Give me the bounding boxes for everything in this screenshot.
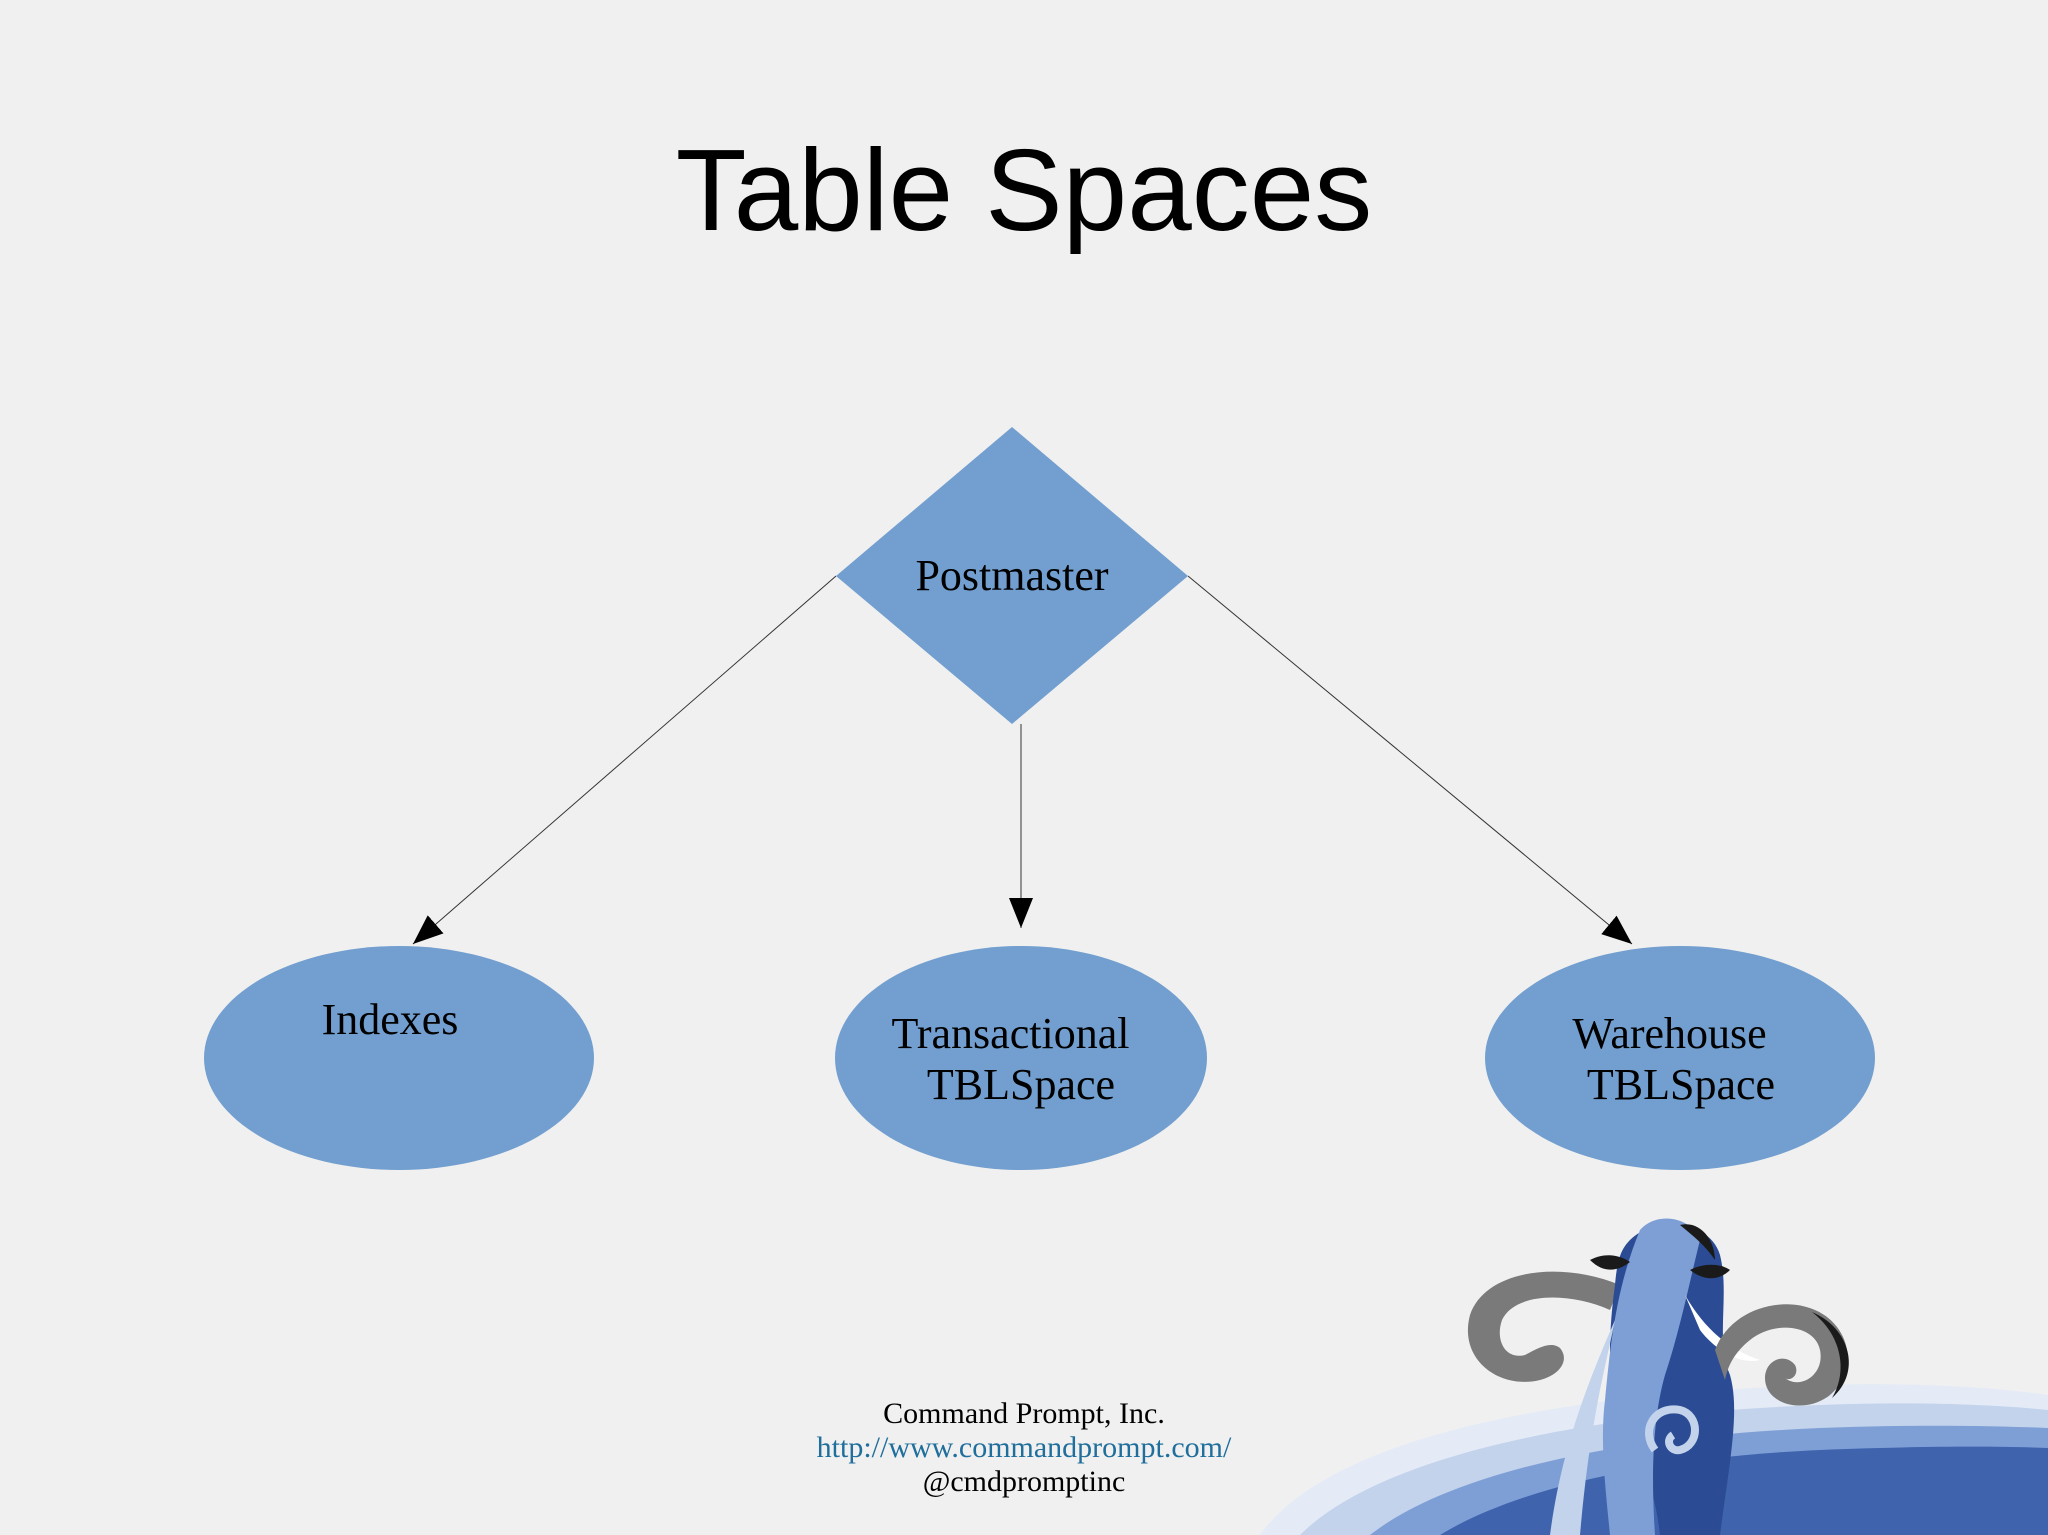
node-postmaster-shape: [836, 427, 1188, 724]
slide-title: Table Spaces: [675, 125, 1373, 255]
node-transactional-line-1: Transactional: [892, 1009, 1130, 1058]
edge-postmaster-warehouse: [1187, 575, 1633, 945]
node-transactional-line-2: TBLSpace: [927, 1060, 1115, 1109]
node-warehouse-label: Warehouse TBLSpace: [1572, 1009, 1777, 1109]
node-transactional-shape: [835, 946, 1207, 1170]
footer: Command Prompt, Inc. http://www.commandp…: [724, 1397, 1324, 1499]
edge-postmaster-indexes: [412, 575, 837, 945]
footer-company: Command Prompt, Inc.: [883, 1397, 1165, 1430]
footer-url-link[interactable]: http://www.commandprompt.com/: [816, 1431, 1232, 1464]
node-postmaster-label: Postmaster: [915, 551, 1108, 600]
node-indexes-line-1: Indexes: [322, 995, 459, 1044]
node-warehouse-shape: [1485, 946, 1875, 1170]
footer-handle: @cmdpromptinc: [922, 1465, 1126, 1498]
node-indexes-shape: [204, 946, 594, 1170]
node-indexes-label: Indexes: [322, 995, 459, 1044]
postgresql-elephant-icon: [1260, 1218, 2048, 1535]
node-warehouse-line-2: TBLSpace: [1587, 1060, 1775, 1109]
node-transactional-label: Transactional TBLSpace: [892, 1009, 1141, 1109]
node-warehouse-line-1: Warehouse: [1572, 1009, 1766, 1058]
